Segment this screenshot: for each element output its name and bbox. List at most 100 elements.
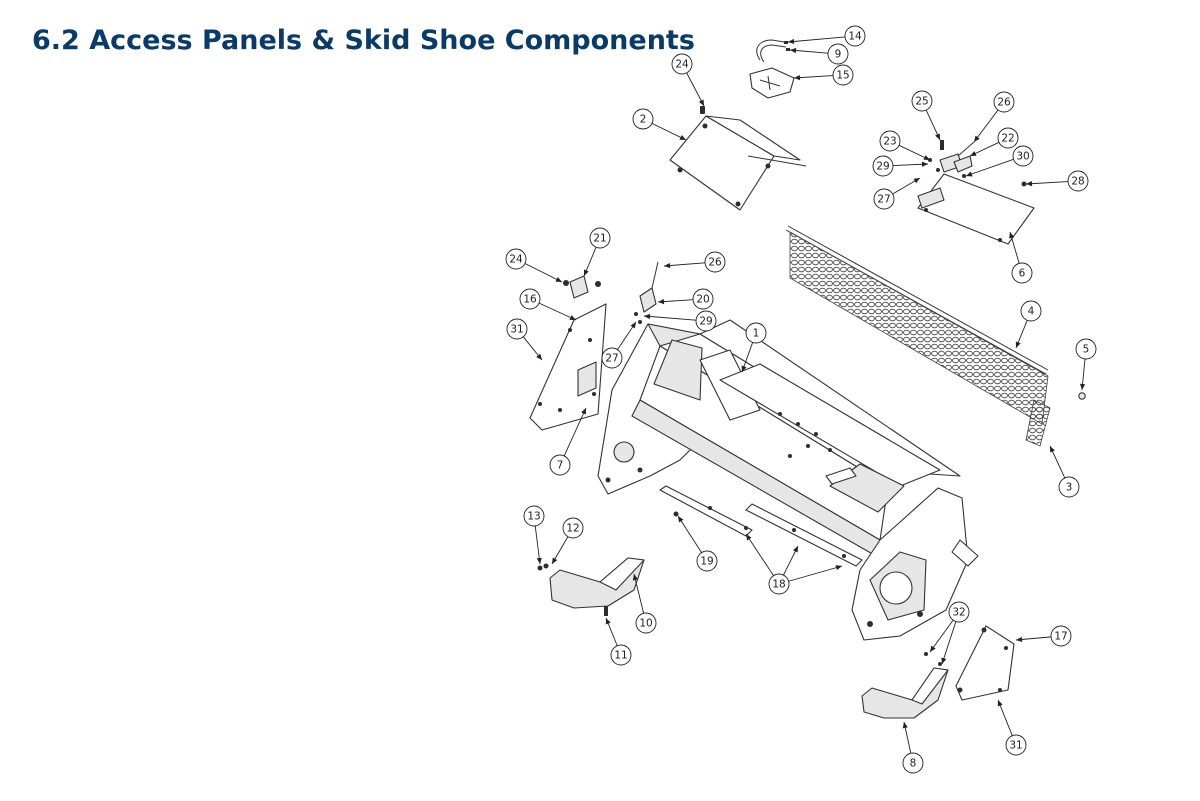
callout-number: 11 xyxy=(614,650,627,662)
callout-number: 24 xyxy=(675,59,689,71)
callout-arrowhead xyxy=(792,546,798,553)
callout-8: 8 xyxy=(902,721,924,774)
callout-leader xyxy=(789,49,829,54)
callout-circle xyxy=(1012,145,1034,167)
callout-arrowhead xyxy=(1009,232,1015,239)
callout-10: 10 xyxy=(632,573,657,634)
callout-18: 18 xyxy=(745,533,843,595)
callout-7: 7 xyxy=(549,407,587,476)
callout-arrowhead xyxy=(698,99,704,106)
callout-arrowhead xyxy=(1015,341,1021,348)
center-hinge-part xyxy=(634,261,659,324)
callout-arrowhead xyxy=(644,313,651,320)
callout-number: 1 xyxy=(753,328,760,340)
callout-number: 10 xyxy=(639,618,652,630)
callout-15: 15 xyxy=(793,64,854,86)
callout-22: 22 xyxy=(969,127,1019,157)
callout-circle xyxy=(704,251,726,273)
callout-circle xyxy=(844,25,866,47)
callout-number: 30 xyxy=(1016,151,1029,163)
callout-circle xyxy=(632,108,654,130)
callout-30: 30 xyxy=(965,145,1034,177)
callout-11: 11 xyxy=(605,617,632,666)
callout-circle xyxy=(692,288,714,310)
callout-arrowhead xyxy=(741,365,747,372)
top-access-panel-part xyxy=(669,106,807,211)
callout-arrowhead xyxy=(632,574,638,581)
callout-1: 1 xyxy=(741,322,767,373)
callout-31: 31 xyxy=(997,699,1027,756)
callout-13: 13 xyxy=(523,505,545,565)
callout-arrowhead xyxy=(536,353,542,360)
callout-circle xyxy=(519,288,541,310)
callout-23: 23 xyxy=(879,130,931,161)
callout-24: 24 xyxy=(505,248,563,283)
callout-circle xyxy=(902,752,924,774)
callout-27: 27 xyxy=(873,177,921,210)
callout-32: 32 xyxy=(929,601,970,665)
callout-number: 20 xyxy=(696,294,709,306)
callout-circle xyxy=(589,227,611,249)
callout-circle xyxy=(872,155,894,177)
callout-9: 9 xyxy=(789,43,849,65)
callout-leader xyxy=(524,263,563,283)
callout-arrowhead xyxy=(664,262,671,269)
wear-strip-part xyxy=(659,485,863,567)
callout-arrowhead xyxy=(941,657,947,664)
cover-plate-part xyxy=(749,67,795,99)
callout-6: 6 xyxy=(1009,231,1033,284)
callout-27: 27 xyxy=(601,321,637,369)
left-hinge-bracket-part xyxy=(563,275,601,299)
callout-arrowhead xyxy=(788,38,795,45)
callout-5: 5 xyxy=(1075,338,1097,391)
callout-leader xyxy=(663,262,706,267)
right-side-panel-part xyxy=(955,625,1015,701)
callout-circle xyxy=(523,505,545,527)
callout-circle xyxy=(505,248,527,270)
callout-number: 24 xyxy=(509,254,523,266)
callout-number: 5 xyxy=(1083,344,1090,356)
callout-arrowhead xyxy=(552,557,558,564)
callout-25: 25 xyxy=(911,90,941,141)
callout-arrowhead xyxy=(678,516,684,523)
callout-29: 29 xyxy=(872,155,929,177)
callout-26: 26 xyxy=(973,91,1015,143)
callout-circle xyxy=(1020,300,1042,322)
callout-arrowhead xyxy=(974,135,980,142)
hinged-access-panel-part xyxy=(917,140,1035,245)
callout-circle xyxy=(993,91,1015,113)
callout-28: 28 xyxy=(1025,170,1089,192)
callout-number: 18 xyxy=(772,579,785,591)
callout-arrowhead xyxy=(630,322,636,329)
callout-arrowhead xyxy=(913,178,920,184)
callout-leader xyxy=(941,621,957,665)
callout-number: 27 xyxy=(877,194,890,206)
callout-number: 32 xyxy=(952,607,965,619)
callout-leader xyxy=(534,525,541,565)
callout-leader xyxy=(563,407,587,457)
callout-number: 26 xyxy=(997,97,1011,109)
callout-leader xyxy=(677,515,702,553)
callout-leader xyxy=(793,75,834,79)
callout-number: 2 xyxy=(640,114,647,126)
callout-circle xyxy=(635,612,657,634)
callout-number: 21 xyxy=(593,233,606,245)
callout-arrowhead xyxy=(679,135,686,140)
callout-leader xyxy=(651,122,687,141)
callout-14: 14 xyxy=(787,25,866,47)
callout-arrowhead xyxy=(1016,636,1023,643)
callout-19: 19 xyxy=(677,515,718,572)
callout-29: 29 xyxy=(643,310,717,332)
callout-number: 22 xyxy=(1001,133,1014,145)
main-frame-part xyxy=(597,319,979,641)
page-title: 6.2 Access Panels & Skid Shoe Components xyxy=(32,25,695,56)
callout-arrowhead xyxy=(1026,181,1033,187)
callout-leader xyxy=(686,72,705,107)
callout-arrowhead xyxy=(536,557,542,564)
callout-arrowhead xyxy=(746,534,752,541)
callout-circle xyxy=(1058,476,1080,498)
callout-17: 17 xyxy=(1015,625,1072,647)
callout-number: 19 xyxy=(700,556,713,568)
callout-arrowhead xyxy=(658,299,665,305)
